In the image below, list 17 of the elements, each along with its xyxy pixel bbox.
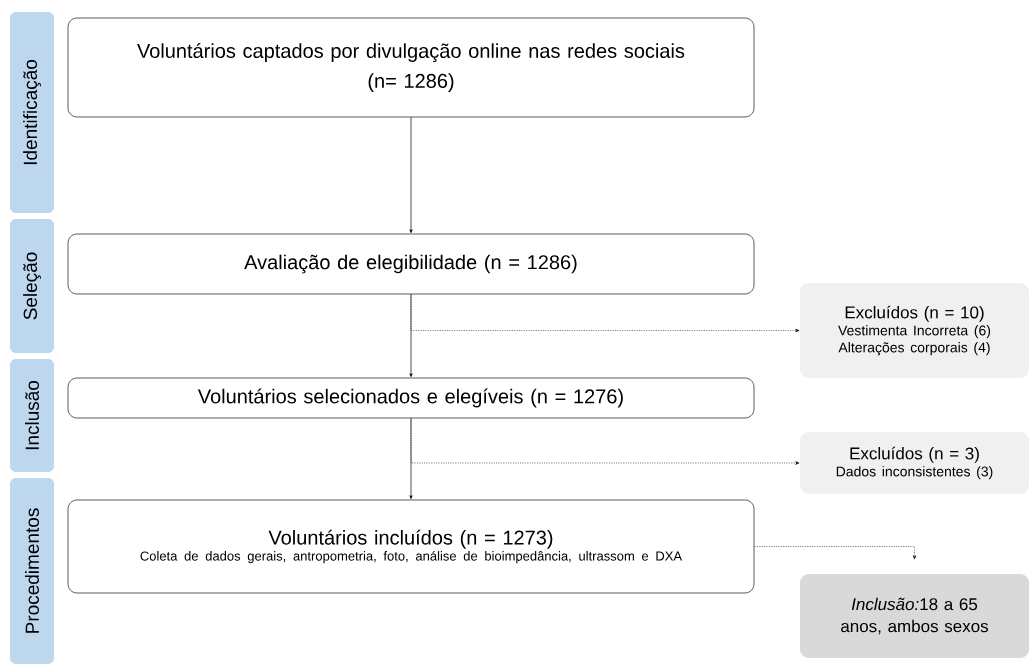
stage-label: Identificação — [10, 12, 54, 213]
arrow — [754, 546, 917, 560]
arrow — [409, 418, 413, 499]
arrow — [410, 294, 800, 333]
stage-label: Inclusão — [10, 359, 54, 472]
process-box: Voluntários incluídos (n = 1273) Coleta de dados gerais, antropometria, foto, análise de bioimpedância, ultrassom e DXA — [67, 499, 755, 594]
criteria-box: Inclusão:18 a 65 anos, ambos sexos — [800, 574, 1029, 658]
arrow — [409, 117, 413, 233]
stage-label: Seleção — [10, 219, 54, 353]
arrow — [409, 294, 413, 377]
process-box: Voluntários selecionados e elegíveis (n = 1276) — [67, 377, 755, 419]
process-box: Voluntários captados por divulgação online nas redes sociais (n= 1286) — [67, 17, 755, 118]
stage-label: Procedimentos — [10, 478, 54, 664]
arrow — [410, 418, 800, 465]
process-box: Avaliação de elegibilidade (n = 1286) — [67, 233, 755, 295]
exclusion-box: Excluídos (n = 10) Vestimenta Incorreta (6) Alterações corporais (4) — [800, 283, 1029, 378]
exclusion-box: Excluídos (n = 3) Dados inconsistentes (3) — [800, 432, 1029, 494]
